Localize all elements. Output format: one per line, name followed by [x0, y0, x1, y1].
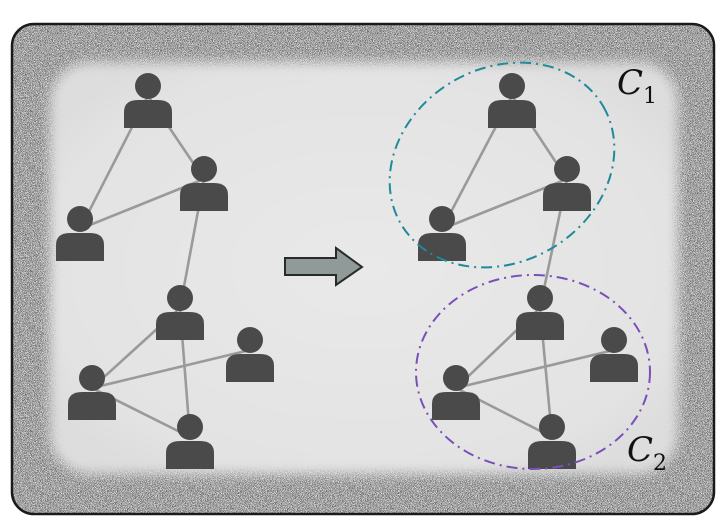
left-network	[56, 73, 274, 469]
left-network-edge	[91, 348, 251, 390]
frame-border	[10, 22, 716, 516]
right-arrow-icon	[284, 246, 364, 287]
cluster-c1-outline	[388, 61, 616, 269]
right-network	[418, 73, 638, 469]
cluster-c1: C1	[388, 61, 657, 269]
cluster-c2-outline	[415, 274, 651, 470]
right-network-edge	[455, 348, 615, 390]
cluster-c1-label: C1	[617, 63, 657, 109]
frame	[10, 22, 716, 516]
cluster-c2: C2	[415, 274, 667, 476]
cluster-c2-label: C2	[627, 430, 667, 476]
